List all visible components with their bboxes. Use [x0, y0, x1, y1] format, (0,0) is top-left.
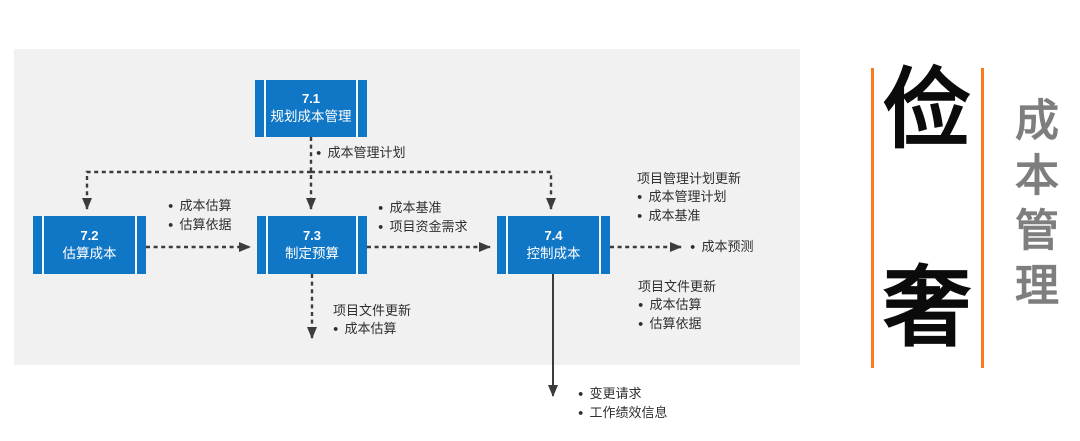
node-side-stripe-right [356, 80, 358, 137]
label-group-budget-inputs: 成本基准 项目资金需求 [378, 199, 467, 237]
node-title: 规划成本管理 [270, 109, 352, 125]
process-node-plan-cost-management: 7.1 规划成本管理 [255, 80, 367, 137]
label-item: 估算依据 [638, 315, 716, 334]
node-side-stripe-left [506, 216, 508, 274]
label-cost-forecast: 成本预测 [690, 238, 753, 257]
process-node-determine-budget: 7.3 制定预算 [257, 216, 367, 274]
label-cost-management-plan: 成本管理计划 [316, 144, 405, 163]
node-side-stripe-right [356, 216, 358, 274]
calligraphy-char-she: 奢 [882, 258, 971, 357]
orange-rule-right [981, 68, 984, 368]
label-group-doc-updates-budget: 项目文件更新 成本估算 [333, 302, 411, 339]
calligraphy-char-jian: 俭 [882, 60, 971, 159]
label-item: 变更请求 [578, 385, 667, 404]
label-item: 成本估算 [333, 320, 411, 339]
node-title: 估算成本 [62, 245, 117, 261]
label-item: 成本管理计划 [637, 188, 741, 207]
node-number: 7.3 [302, 227, 322, 243]
label-item: 项目资金需求 [378, 218, 467, 237]
vertical-title-cost-management: 成本管理 [1008, 97, 1057, 317]
label-group-pm-plan-updates: 项目管理计划更新 成本管理计划 成本基准 [637, 170, 741, 226]
node-side-stripe-left [42, 216, 44, 274]
label-item: 成本基准 [637, 207, 741, 226]
label-item: 成本估算 [638, 296, 716, 315]
node-side-stripe-right [135, 216, 137, 274]
node-number: 7.4 [544, 227, 563, 243]
node-side-stripe-left [266, 216, 268, 274]
label-item: 成本预测 [690, 238, 753, 257]
node-title: 控制成本 [526, 245, 581, 261]
node-side-stripe-left [264, 80, 266, 137]
label-item: 成本估算 [168, 197, 231, 216]
node-number: 7.2 [80, 227, 99, 243]
label-group-doc-updates-control: 项目文件更新 成本估算 估算依据 [638, 278, 716, 334]
process-node-estimate-costs: 7.2 估算成本 [33, 216, 146, 274]
orange-rule-left [871, 68, 874, 368]
label-item: 工作绩效信息 [578, 404, 667, 423]
label-heading: 项目文件更新 [333, 303, 412, 318]
label-group-control-outputs: 变更请求 工作绩效信息 [578, 385, 667, 423]
node-side-stripe-right [599, 216, 601, 274]
label-heading: 项目文件更新 [638, 279, 717, 294]
label-heading: 项目管理计划更新 [637, 171, 742, 186]
process-node-control-costs: 7.4 控制成本 [497, 216, 610, 274]
label-item: 成本管理计划 [316, 144, 405, 163]
label-group-estimate-outputs: 成本估算 估算依据 [168, 197, 231, 235]
label-item: 成本基准 [378, 199, 467, 218]
node-number: 7.1 [301, 91, 321, 107]
label-item: 估算依据 [168, 216, 231, 235]
node-title: 制定预算 [285, 245, 339, 261]
